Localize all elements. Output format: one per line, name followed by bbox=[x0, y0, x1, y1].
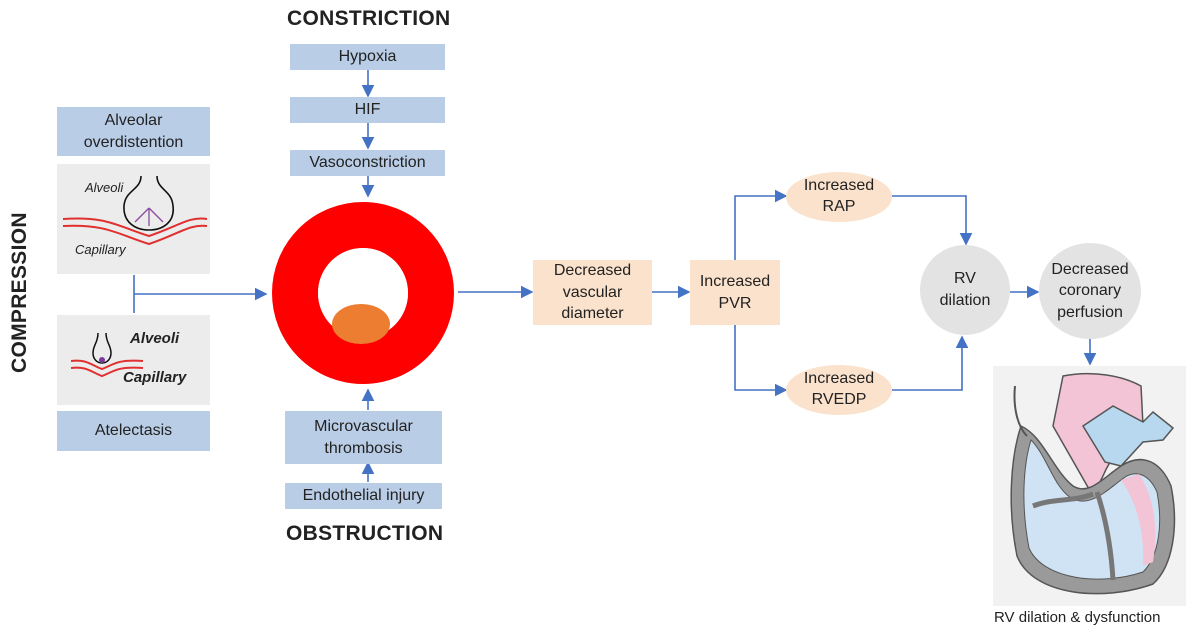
vessel-cross-section bbox=[272, 202, 454, 384]
thrombus-clot bbox=[332, 304, 390, 344]
box-decreased-vascular-diameter: Decreased vascular diameter bbox=[533, 260, 652, 325]
arrow-rvedp-to-rv bbox=[892, 335, 969, 391]
alveolus-collapsed-icon bbox=[70, 332, 144, 378]
oval-increased-rap: Increased RAP bbox=[786, 172, 892, 222]
arrow-pvr-to-rvedp bbox=[734, 325, 788, 397]
heading-constriction: CONSTRICTION bbox=[287, 7, 451, 30]
heart-icon bbox=[1010, 372, 1176, 595]
heart-illustration bbox=[993, 366, 1186, 606]
illustration-overdistention: Alveoli Capillary bbox=[57, 164, 210, 274]
label-capillary-top: Capillary bbox=[75, 242, 126, 257]
illustration-atelectasis: Alveoli Capillary bbox=[57, 315, 210, 405]
arrow-pvr-to-rap bbox=[734, 189, 788, 260]
circle-decreased-coronary-perfusion: Decreased coronary perfusion bbox=[1039, 243, 1141, 339]
circle-rv-dilation: RV dilation bbox=[920, 245, 1010, 335]
arrow-rap-to-rv bbox=[892, 195, 973, 246]
box-alveolar-overdistention: Alveolar overdistention bbox=[57, 107, 210, 156]
alveolus-overdistended-icon bbox=[62, 175, 208, 246]
label-alveoli-top: Alveoli bbox=[85, 180, 124, 195]
box-atelectasis: Atelectasis bbox=[57, 411, 210, 451]
box-vasoconstriction: Vasoconstriction bbox=[290, 150, 445, 176]
label-alveoli-bottom: Alveoli bbox=[130, 330, 180, 347]
heading-compression: COMPRESSION bbox=[8, 212, 31, 373]
box-increased-pvr: Increased PVR bbox=[690, 260, 780, 325]
box-endothelial-injury: Endothelial injury bbox=[285, 483, 442, 509]
heading-obstruction: OBSTRUCTION bbox=[286, 522, 444, 545]
caption-rv-dilation-dysfunction: RV dilation & dysfunction bbox=[994, 609, 1161, 626]
box-hif: HIF bbox=[290, 97, 445, 123]
label-capillary-bottom: Capillary bbox=[123, 369, 187, 386]
box-microvascular-thrombosis: Microvascular thrombosis bbox=[285, 411, 442, 464]
oval-increased-rvedp: Increased RVEDP bbox=[786, 365, 892, 415]
box-hypoxia: Hypoxia bbox=[290, 44, 445, 70]
